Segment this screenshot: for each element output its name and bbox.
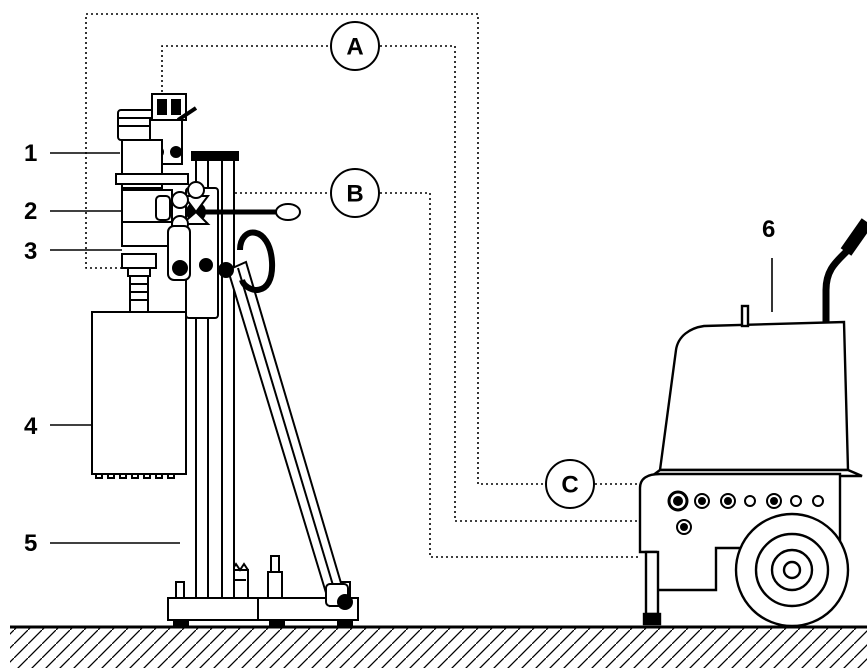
core-bit [91, 311, 187, 475]
callout-c: C [545, 459, 595, 509]
callout-a: A [330, 21, 380, 71]
drill-motor [91, 93, 198, 479]
line-b-right [380, 192, 638, 558]
label-6: 6 [762, 216, 775, 312]
callout-c-text: C [561, 472, 578, 499]
label-4-text: 4 [24, 413, 38, 440]
control-ports [667, 490, 824, 535]
spindle [129, 275, 149, 313]
label-3: 3 [24, 238, 122, 265]
callout-b-text: B [346, 181, 363, 208]
unit-cover [658, 320, 850, 472]
label-6-text: 6 [762, 216, 775, 243]
label-5-text: 5 [24, 530, 37, 557]
ground [10, 625, 867, 668]
label-4: 4 [24, 413, 96, 440]
line-a [161, 45, 330, 92]
label-3-text: 3 [24, 238, 37, 265]
line-to-c [85, 13, 545, 485]
label-5: 5 [24, 530, 180, 557]
label-2-text: 2 [24, 198, 37, 225]
callout-b: B [330, 168, 380, 218]
label-1: 1 [24, 140, 120, 167]
power-unit [638, 218, 867, 628]
callout-a-text: A [346, 34, 363, 61]
label-1-text: 1 [24, 140, 37, 167]
drill-stand [167, 151, 359, 627]
connection-lines [85, 13, 638, 558]
line-a-right [380, 45, 638, 522]
stand-base [167, 597, 359, 621]
label-2: 2 [24, 198, 122, 225]
